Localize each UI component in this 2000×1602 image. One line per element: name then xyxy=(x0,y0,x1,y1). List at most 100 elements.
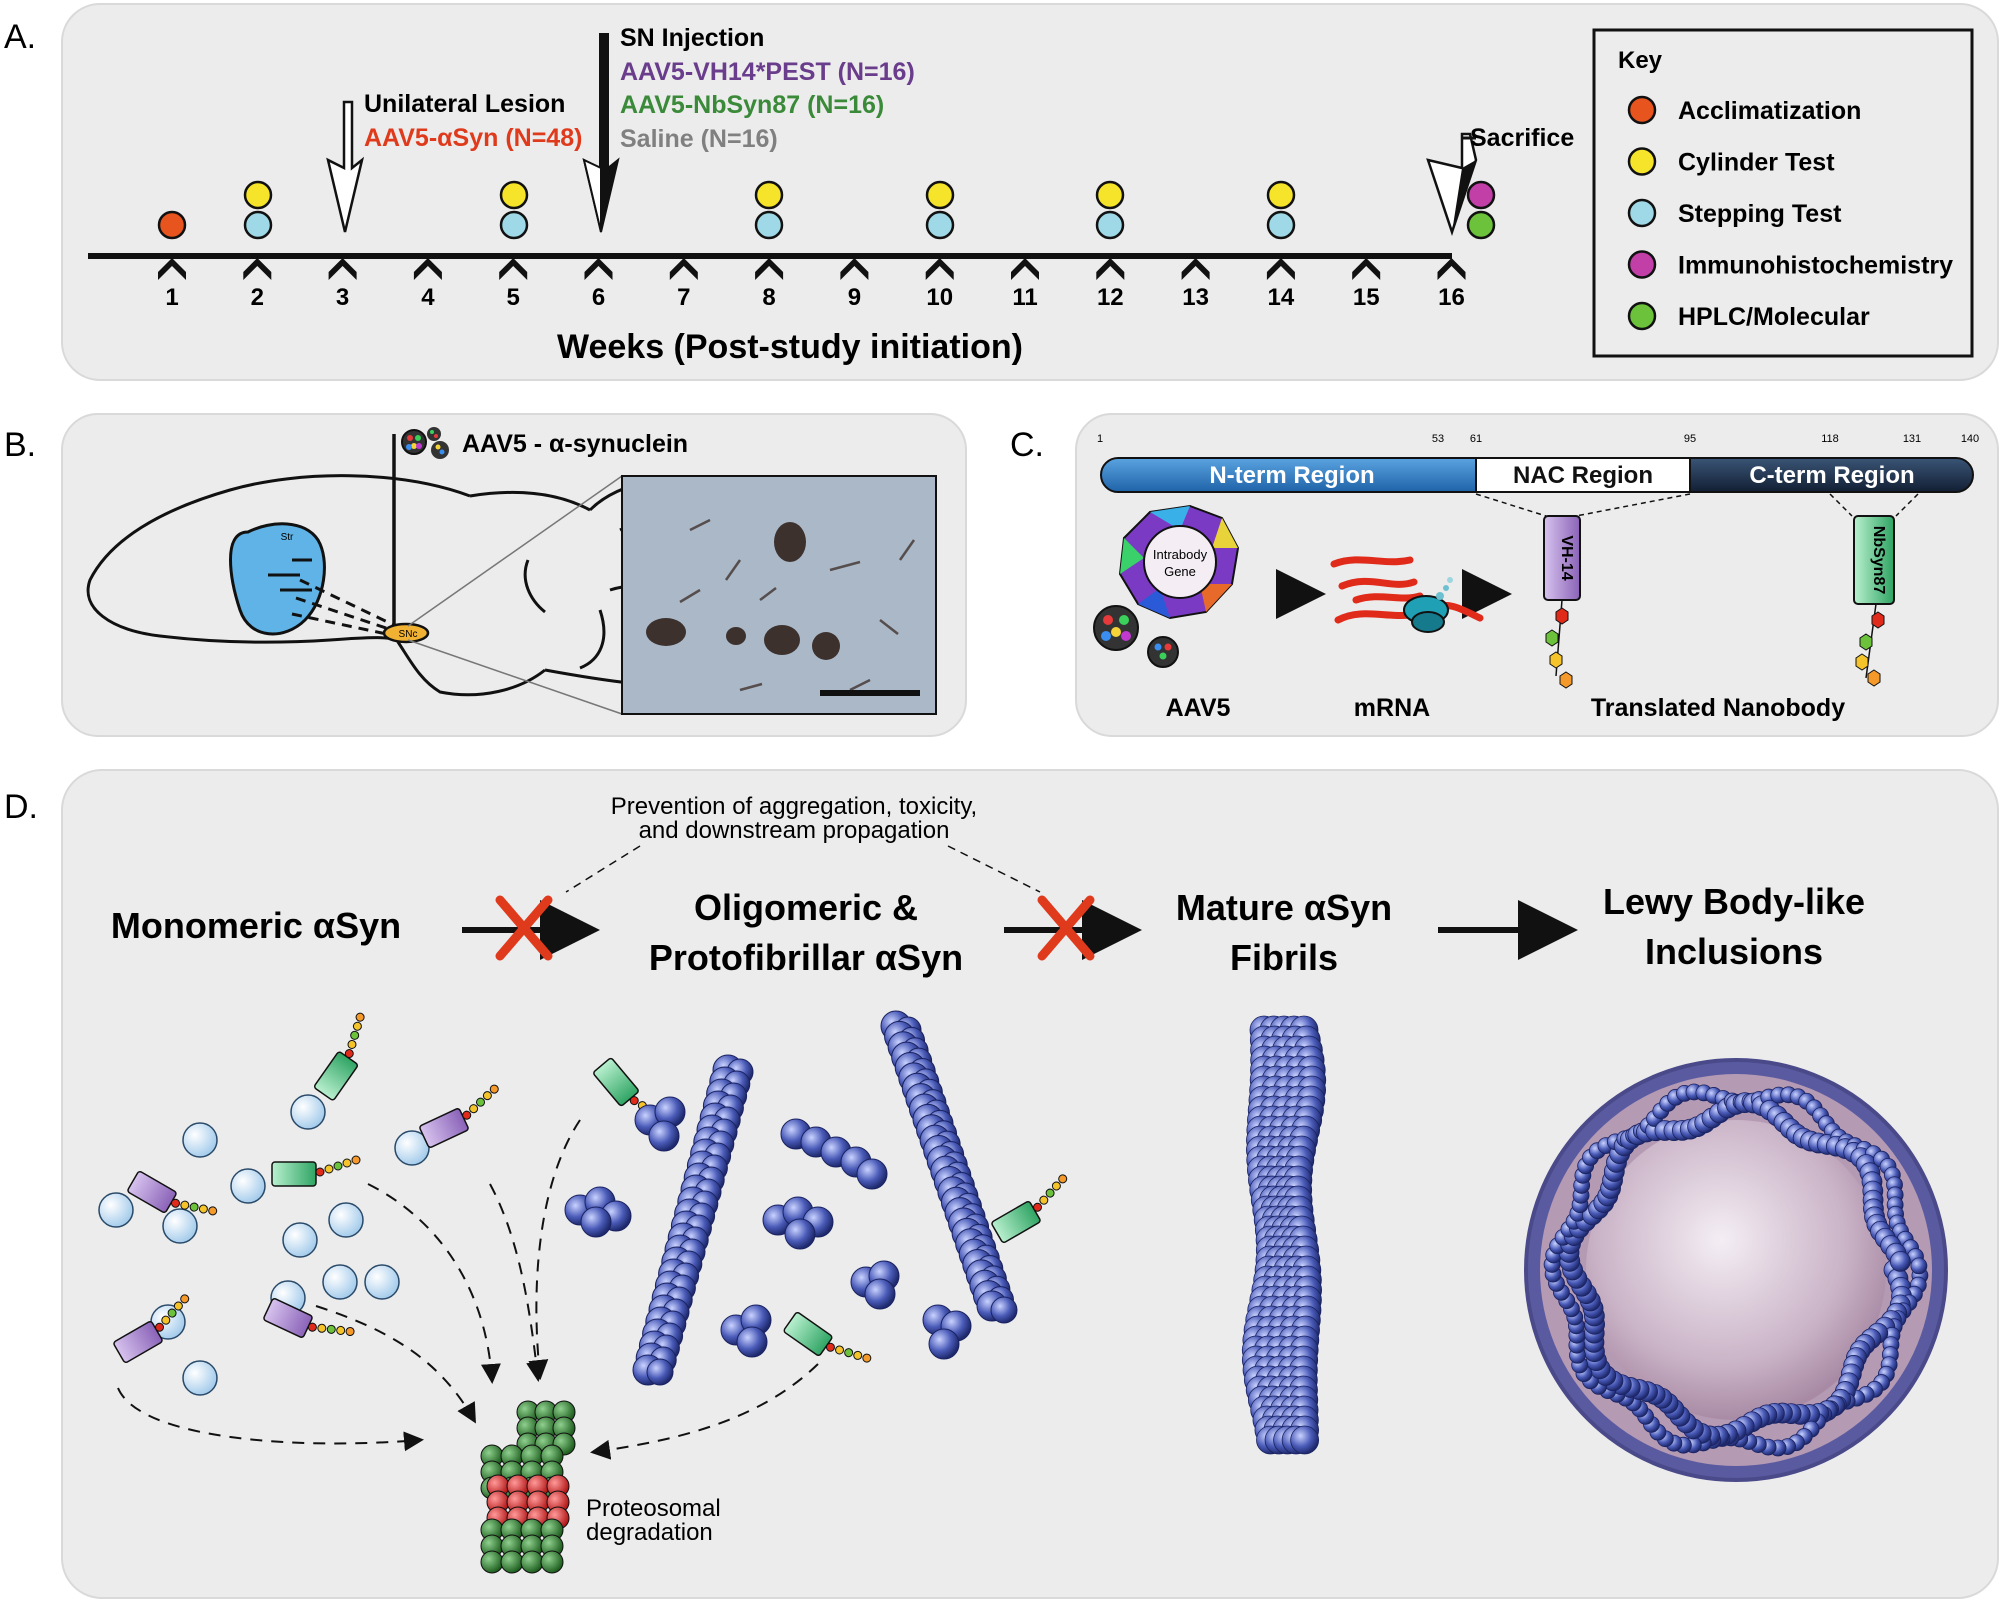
stage-monomeric: Monomeric αSyn xyxy=(111,905,401,946)
nterm-region-label: N-term Region xyxy=(1209,462,1374,489)
cterm-region-label: C-term Region xyxy=(1749,462,1914,489)
week-marker-3 xyxy=(328,258,357,280)
binding-dashed-lines xyxy=(1475,493,1919,517)
panel-d-label: D. xyxy=(4,788,38,826)
group-saline-label: Saline (N=16) xyxy=(620,125,778,153)
week-marker-10 xyxy=(925,258,954,280)
stage-mature-line1: Mature αSyn xyxy=(1176,887,1392,928)
monomer-particle xyxy=(394,1130,430,1166)
week-marker-5 xyxy=(499,258,528,280)
stage-lewy-line1: Lewy Body-like xyxy=(1603,881,1865,922)
nac-region-label: NAC Region xyxy=(1513,462,1653,489)
week-marker-7 xyxy=(669,258,698,280)
week-marker-15 xyxy=(1352,258,1381,280)
vh14-nanobody xyxy=(113,1294,190,1364)
sacrifice-arrow xyxy=(1426,132,1478,236)
snc-shape xyxy=(382,622,430,644)
panel-d: D. Prevention of aggregation, toxicity, … xyxy=(4,769,1999,1599)
stage-mature-line2: Fibrils xyxy=(1230,937,1338,978)
week-label-6: 6 xyxy=(592,284,605,311)
proteasome-cap-sphere xyxy=(520,1550,544,1574)
week-label-1: 1 xyxy=(165,284,178,311)
degradation-label-line2: degradation xyxy=(586,1519,713,1546)
week-marker-13 xyxy=(1181,258,1210,280)
histology-micrograph xyxy=(621,475,937,715)
alpha-synuclein-domain-bar: N-term Region NAC Region C-term Region xyxy=(1100,457,1974,493)
fibril-sphere xyxy=(1290,1425,1320,1455)
panel-a-label: A. xyxy=(4,18,36,56)
monomer-particle xyxy=(162,1208,198,1244)
vh14-nanobody xyxy=(263,1298,355,1338)
sacrifice-label: Sacrifice xyxy=(1470,124,1574,152)
proteasome-cap-sphere xyxy=(540,1550,564,1574)
group-nbsyn87-label: AAV5-NbSyn87 (N=16) xyxy=(620,91,884,119)
cylinder-dot-week14 xyxy=(1266,180,1296,210)
mature-fibril xyxy=(1241,1015,1327,1455)
legend-item-label: Acclimatization xyxy=(1678,97,1861,125)
week-label-12: 12 xyxy=(1097,284,1124,311)
prevention-dashed-lines xyxy=(565,845,1041,893)
proteasome xyxy=(480,1400,576,1574)
synuclein-sphere xyxy=(646,1358,674,1386)
week-marker-1 xyxy=(158,258,186,280)
monomer-particle xyxy=(98,1192,134,1228)
caption-mrna: mRNA xyxy=(1354,694,1430,722)
monomer-particle xyxy=(182,1122,218,1158)
nbsyn87-nanobody-icon: NbSyn87 xyxy=(1853,515,1895,687)
week-marker-9 xyxy=(840,258,869,280)
lesion-arrow xyxy=(326,100,365,233)
scale-bar xyxy=(820,690,920,696)
panel-c-label: C. xyxy=(1010,426,1044,464)
aav-particles-icon xyxy=(401,427,449,459)
week-marker-11 xyxy=(1011,258,1039,280)
week-marker-14 xyxy=(1266,258,1295,280)
prevention-text-line2: and downstream propagation xyxy=(639,817,950,844)
unilateral-lesion-label: Unilateral Lesion xyxy=(364,90,565,118)
stepping-dot-week5 xyxy=(499,210,529,240)
snc-label: SNc xyxy=(399,629,418,640)
week-label-16: 16 xyxy=(1438,284,1465,311)
nbsyn87-nanobody xyxy=(783,1311,872,1363)
cylinder-dot-week12 xyxy=(1095,180,1125,210)
caption-aav5: AAV5 xyxy=(1166,694,1231,722)
nac-region-bar xyxy=(1475,457,1691,493)
synuclein-sphere xyxy=(856,1158,888,1190)
stage-oligomeric-line1: Oligomeric & xyxy=(694,887,918,928)
synuclein-sphere xyxy=(648,1120,680,1152)
panel-b: B. Str SNc AAV5 - α-synuclein xyxy=(4,413,967,737)
week-label-3: 3 xyxy=(336,284,349,311)
monomer-particle xyxy=(182,1360,218,1396)
immunohistochemistry-dot xyxy=(1466,180,1496,210)
monomer-particle xyxy=(364,1264,400,1300)
residue-label: 131 xyxy=(1903,433,1921,445)
week-marker-8 xyxy=(755,258,784,280)
nbsyn87-nanobody xyxy=(271,1155,361,1187)
proteasome-cap-sphere xyxy=(480,1550,504,1574)
legend-swatch-0 xyxy=(1627,95,1657,125)
week-label-13: 13 xyxy=(1182,284,1209,311)
blocked-x-2 xyxy=(1037,895,1095,961)
vh14-nanobody xyxy=(419,1084,499,1148)
legend-swatch-2 xyxy=(1627,198,1657,228)
lewy-ring-sphere xyxy=(1889,1250,1911,1272)
cylinder-dot-week2 xyxy=(243,180,273,210)
prevention-text-line1: Prevention of aggregation, toxicity, xyxy=(611,793,977,820)
synuclein-sphere xyxy=(864,1278,896,1310)
week-label-4: 4 xyxy=(421,284,435,311)
panel-d-background xyxy=(61,769,1999,1599)
group-vh14-label: AAV5-VH14*PEST (N=16) xyxy=(620,58,915,86)
intrabody-label-line1: Intrabody xyxy=(1153,547,1208,562)
residue-label: 140 xyxy=(1961,433,1979,445)
cylinder-dot-week10 xyxy=(925,180,955,210)
degradation-label-line1: Proteosomal xyxy=(586,1495,721,1522)
week-label-9: 9 xyxy=(848,284,861,311)
residue-label: 61 xyxy=(1470,433,1482,445)
zoom-line-bottom xyxy=(407,639,623,715)
stepping-dot-week2 xyxy=(243,210,273,240)
legend-title: Key xyxy=(1618,47,1663,74)
cterm-region-bar xyxy=(1689,457,1974,493)
